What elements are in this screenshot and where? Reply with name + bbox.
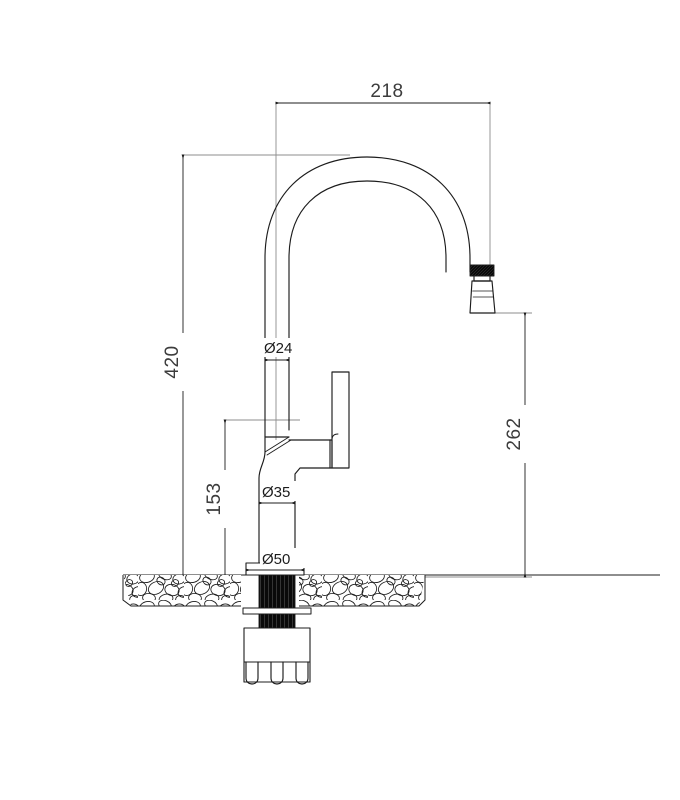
dimension-label-420: 420 [162, 345, 183, 378]
counter-outline-left [122, 575, 241, 607]
outlet-neck [473, 275, 491, 282]
faucet-assembly [242, 156, 496, 685]
dimension-label-218: 218 [370, 81, 403, 102]
mounting-nut-body [243, 627, 311, 683]
shank-lower-thread [258, 613, 296, 629]
diameter-label-24: Ø24 [264, 340, 292, 357]
dimension-218 [275, 101, 491, 440]
dimension-text-layer: 218 420 153 262 [162, 78, 529, 528]
countertop [122, 574, 660, 607]
dimension-layer [181, 101, 532, 578]
mounting-nut [243, 627, 311, 685]
shank-washer-plate [242, 607, 312, 615]
nut-prong-right [295, 661, 309, 685]
counter-outline-right [299, 575, 426, 607]
body-chamfer-2 [266, 439, 292, 456]
handle-lever [331, 371, 350, 469]
body-chamfer-1 [264, 436, 290, 453]
outlet-body [469, 280, 496, 314]
spout-inner-profile [288, 180, 447, 431]
diameter-label-35: Ø35 [262, 484, 290, 501]
gooseneck-spout [264, 156, 471, 438]
threaded-shank [242, 574, 312, 629]
nut-prong-left [245, 661, 259, 685]
outlet-knurl-band [469, 264, 495, 277]
body-right-outline [294, 467, 331, 576]
dimension-label-153: 153 [204, 482, 225, 515]
handle-root [331, 433, 339, 441]
diameter-label-50: Ø50 [262, 551, 290, 568]
spout-outer-profile [264, 156, 471, 438]
shank-upper-thread [258, 574, 296, 609]
dimension-label-262: 262 [504, 417, 525, 450]
diameter-callout-layer [245, 358, 305, 572]
lever-handle [329, 371, 350, 469]
diameter-text-layer: Ø24 Ø35 Ø50 [260, 338, 306, 568]
spout-outlet [469, 264, 496, 314]
faucet-body [258, 436, 331, 576]
nut-prong-mid [270, 661, 284, 685]
